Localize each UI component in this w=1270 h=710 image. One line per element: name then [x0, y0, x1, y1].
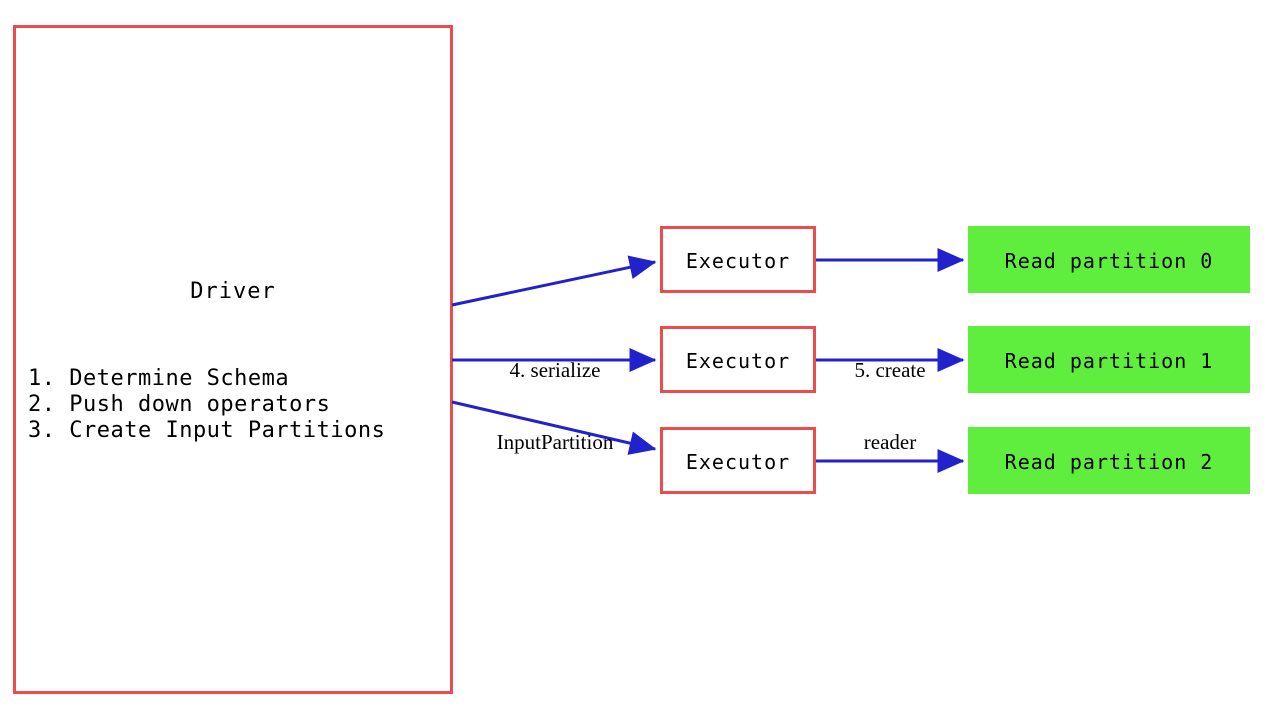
driver-step-3: 3. Create Input Partitions — [28, 418, 386, 443]
edge-label-create-reader-line2: reader — [863, 430, 917, 454]
executor-box-0 — [660, 226, 816, 293]
partition-label-2: Read partition 2 — [1004, 450, 1214, 474]
executor-box-2 — [660, 427, 816, 494]
driver-step-1: 1. Determine Schema — [28, 366, 290, 391]
driver-box — [13, 25, 453, 694]
edge-label-serialize: 4. serialize InputPartition — [470, 310, 640, 502]
edge-label-create-reader-line1: 5. create — [854, 358, 926, 382]
edge-label-create-reader: 5. create reader — [825, 310, 955, 502]
partition-box-2 — [968, 427, 1250, 494]
driver-title: Driver — [190, 279, 276, 304]
partition-box-0 — [968, 226, 1250, 293]
executor-label-1: Executor — [685, 349, 791, 373]
arrow-driver-to-executor-0 — [451, 255, 657, 307]
executor-box-1 — [660, 326, 816, 393]
driver-step-2: 2. Push down operators — [28, 392, 331, 417]
edge-label-serialize-line2: InputPartition — [496, 430, 614, 454]
edge-label-serialize-line1: 4. serialize — [509, 358, 601, 382]
executor-label-2: Executor — [685, 450, 791, 474]
partition-label-1: Read partition 1 — [1004, 349, 1214, 373]
executor-label-0: Executor — [685, 249, 791, 273]
partition-box-1 — [968, 326, 1250, 393]
partition-label-0: Read partition 0 — [1004, 249, 1214, 273]
